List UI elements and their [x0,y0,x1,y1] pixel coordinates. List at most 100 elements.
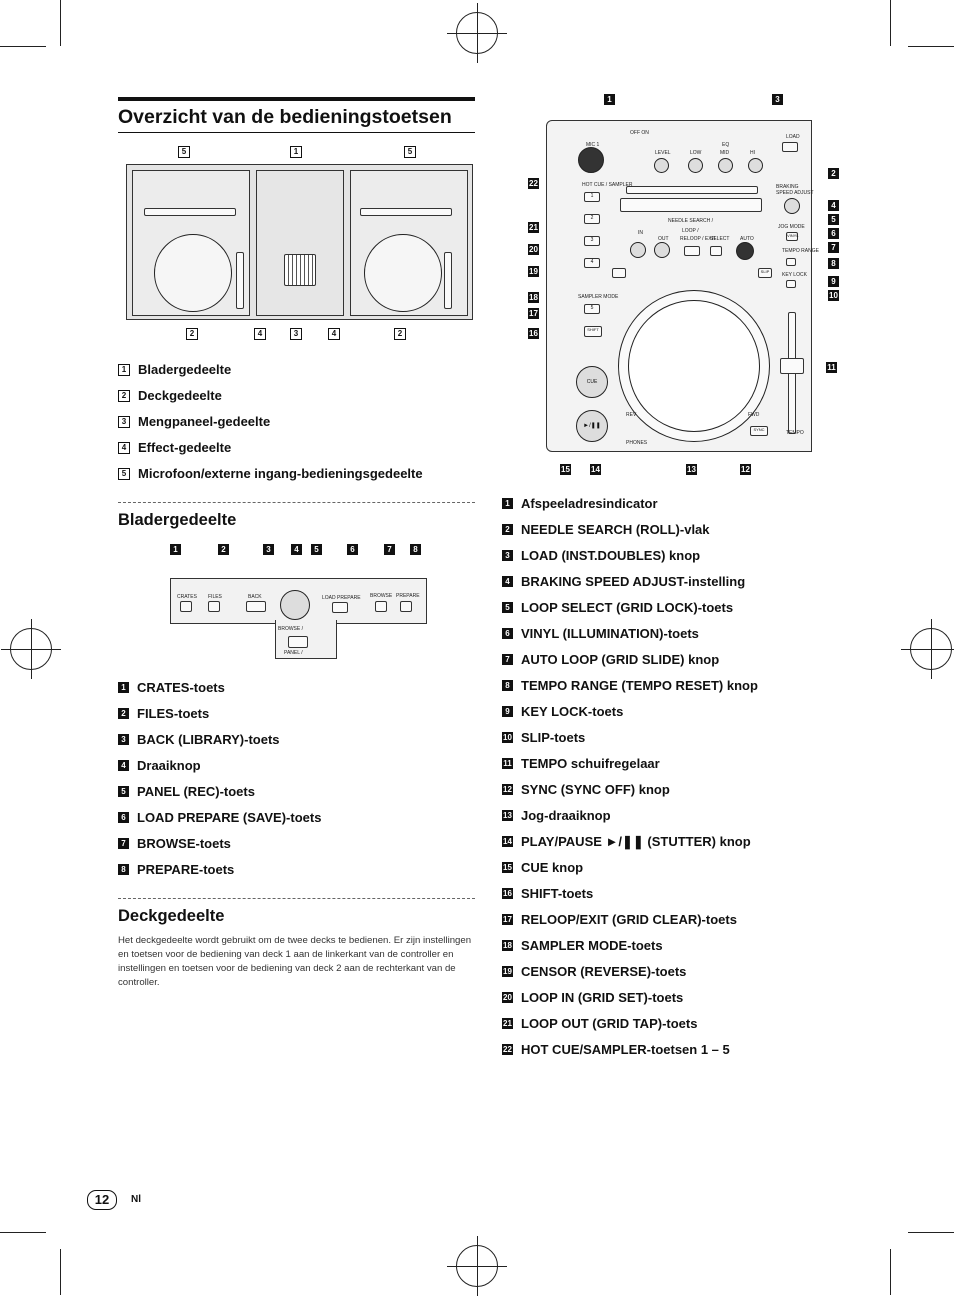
panel-label: PANEL / [284,650,303,656]
mid-knob[interactable] [718,158,733,173]
reloop-exit-button[interactable] [684,246,700,256]
braking-speed-knob[interactable] [784,198,800,214]
divider [118,898,475,899]
auto-label: AUTO [740,236,754,242]
callout-4: 4 [291,544,302,555]
low-label: LOW [690,150,702,156]
crates-button[interactable] [180,601,192,612]
crop-mark [60,1249,61,1295]
select-label: SELECT [710,236,730,242]
jog-mode-label: JOG MODE [778,224,805,230]
files-label: FILES [208,594,222,600]
callout-14: 14 [590,464,601,475]
loop-in-button[interactable] [630,242,646,258]
loop-out-button[interactable] [654,242,670,258]
callout-13: 13 [686,464,697,475]
crop-mark [890,0,891,46]
hot-cue-pad-5[interactable]: 5 [584,304,600,314]
deck-diagram: 1 3 OFF ON MIC 1 EQ LEVEL LOW MID HI LOA… [520,90,850,480]
browse-rotary-knob[interactable] [280,590,310,620]
load-button[interactable] [782,142,798,152]
jog-wheel-left-icon [154,234,232,312]
needle-search-pad[interactable] [620,198,762,212]
callout-19: 19 [528,266,539,277]
callout-7: 7 [828,242,839,253]
hot-cue-pad-4[interactable]: 4 [584,258,600,268]
key-lock-button[interactable] [786,280,796,288]
callout-7: 7 [384,544,395,555]
needle-search-label: NEEDLE SEARCH / [668,218,714,224]
hi-knob[interactable] [748,158,763,173]
tempo-range-button[interactable] [786,258,796,266]
title-underline [118,132,475,133]
shift-button[interactable]: SHIFT [584,326,602,337]
callout-17: 17 [528,308,539,319]
page-title: Overzicht van de bedieningstoetsen [118,106,452,128]
callout-1: 1 [604,94,615,105]
hot-cue-pad-1[interactable]: 1 [584,192,600,202]
callout-3: 3 [263,544,274,555]
phones-label: PHONES [626,440,648,446]
crates-label: CRATES [177,594,197,600]
sync-button[interactable]: SYNC [750,426,768,436]
browse-section-diagram: 1 2 3 4 5 6 7 8 CRATES FILES BACK LOAD P… [160,542,440,662]
low-knob[interactable] [688,158,703,173]
slip-button[interactable]: SLIP [758,268,772,278]
level-knob[interactable] [654,158,669,173]
registration-mark [1,619,61,679]
vinyl-button[interactable]: VINYL [786,232,799,241]
back-label: BACK [248,594,262,600]
level-label: LEVEL [655,150,671,156]
needle-strip-left-icon [144,208,236,216]
callout-5: 5 [828,214,839,225]
load-prepare-button[interactable] [332,602,348,613]
mid-label: MID [720,150,730,156]
hi-label: HI [750,150,755,156]
auto-loop-knob[interactable] [736,242,754,260]
callout-2: 2 [828,168,839,179]
loop-select-button[interactable] [710,246,722,256]
prepare-button[interactable] [400,601,412,612]
mic1-label: MIC 1 [586,142,600,148]
hot-cue-pad-2[interactable]: 2 [584,214,600,224]
divider [118,502,475,503]
callout-8: 8 [410,544,421,555]
crop-mark [890,1249,891,1295]
play-pause-button[interactable]: ►/❚❚ [576,410,608,442]
tempo-range-label: TEMPO RANGE [782,248,819,254]
browse-button[interactable] [375,601,387,612]
load-label: LOAD [786,134,800,140]
panel-button[interactable] [288,636,308,648]
callout-6: 6 [828,228,839,239]
tempo-slider-handle[interactable] [780,358,804,374]
page-number: 12 [87,1190,117,1210]
censor-button[interactable] [612,268,626,278]
section-heading-deckgedeelte: Deckgedeelte [118,907,225,925]
hot-cue-pad-3[interactable]: 3 [584,236,600,246]
files-button[interactable] [208,601,220,612]
back-button[interactable] [246,601,266,612]
cue-button[interactable]: CUE [576,366,608,398]
callout-2: 2 [218,544,229,555]
tempo-slider-left-icon [236,252,244,309]
crop-mark [0,1232,46,1233]
